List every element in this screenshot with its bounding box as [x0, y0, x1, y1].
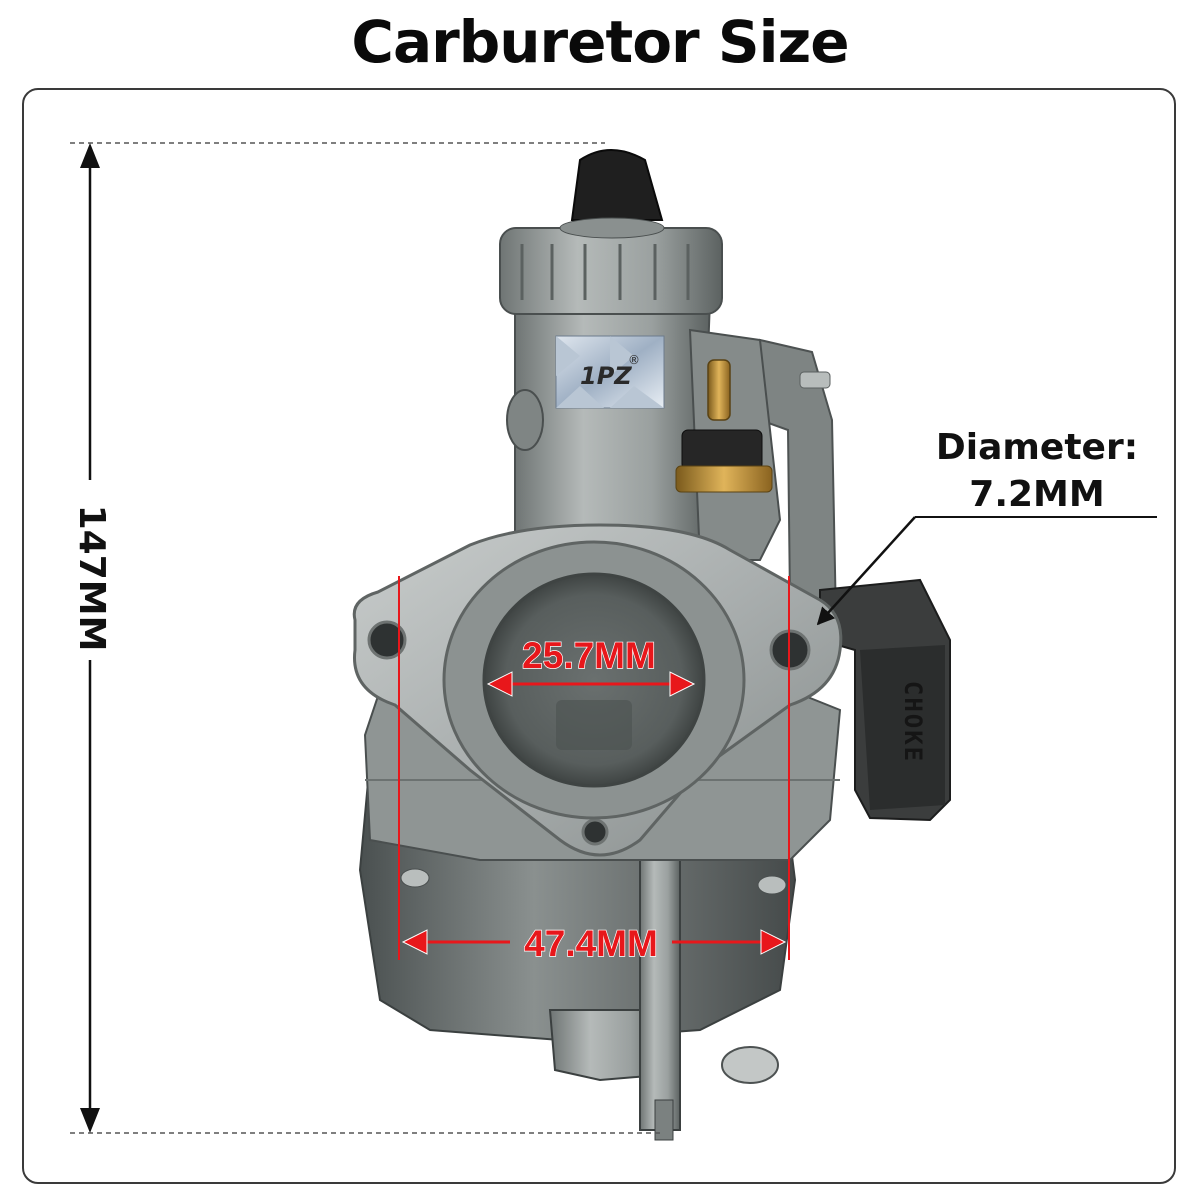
flange-width-dimension-label: 47.4MM	[524, 923, 658, 964]
page-title: Carburetor Size	[351, 8, 849, 76]
bore-dimension: 25.7MM	[486, 634, 696, 697]
registered-mark: ®	[628, 353, 640, 367]
height-dimension-label: 147MM	[71, 505, 112, 652]
carburetor-body: CHOKE 1PZ ®	[352, 149, 951, 1141]
carburetor-bore	[482, 572, 706, 788]
brand-logo: 1PZ ®	[555, 335, 665, 409]
flange-width-dimension: 47.4MM	[398, 576, 790, 965]
hole-diameter-callout: Diameter: 7.2MM	[816, 427, 1157, 626]
image-frame	[22, 88, 1176, 1184]
height-dimension: 147MM	[70, 142, 660, 1134]
choke-label: CHOKE	[899, 681, 927, 763]
brand-logo-text: 1PZ	[580, 362, 632, 390]
bore-dimension-label: 25.7MM	[522, 635, 656, 676]
left-mount-hole	[367, 620, 407, 660]
hole-diameter-value: 7.2MM	[969, 474, 1104, 515]
hole-diameter-label: Diameter:	[936, 427, 1138, 468]
